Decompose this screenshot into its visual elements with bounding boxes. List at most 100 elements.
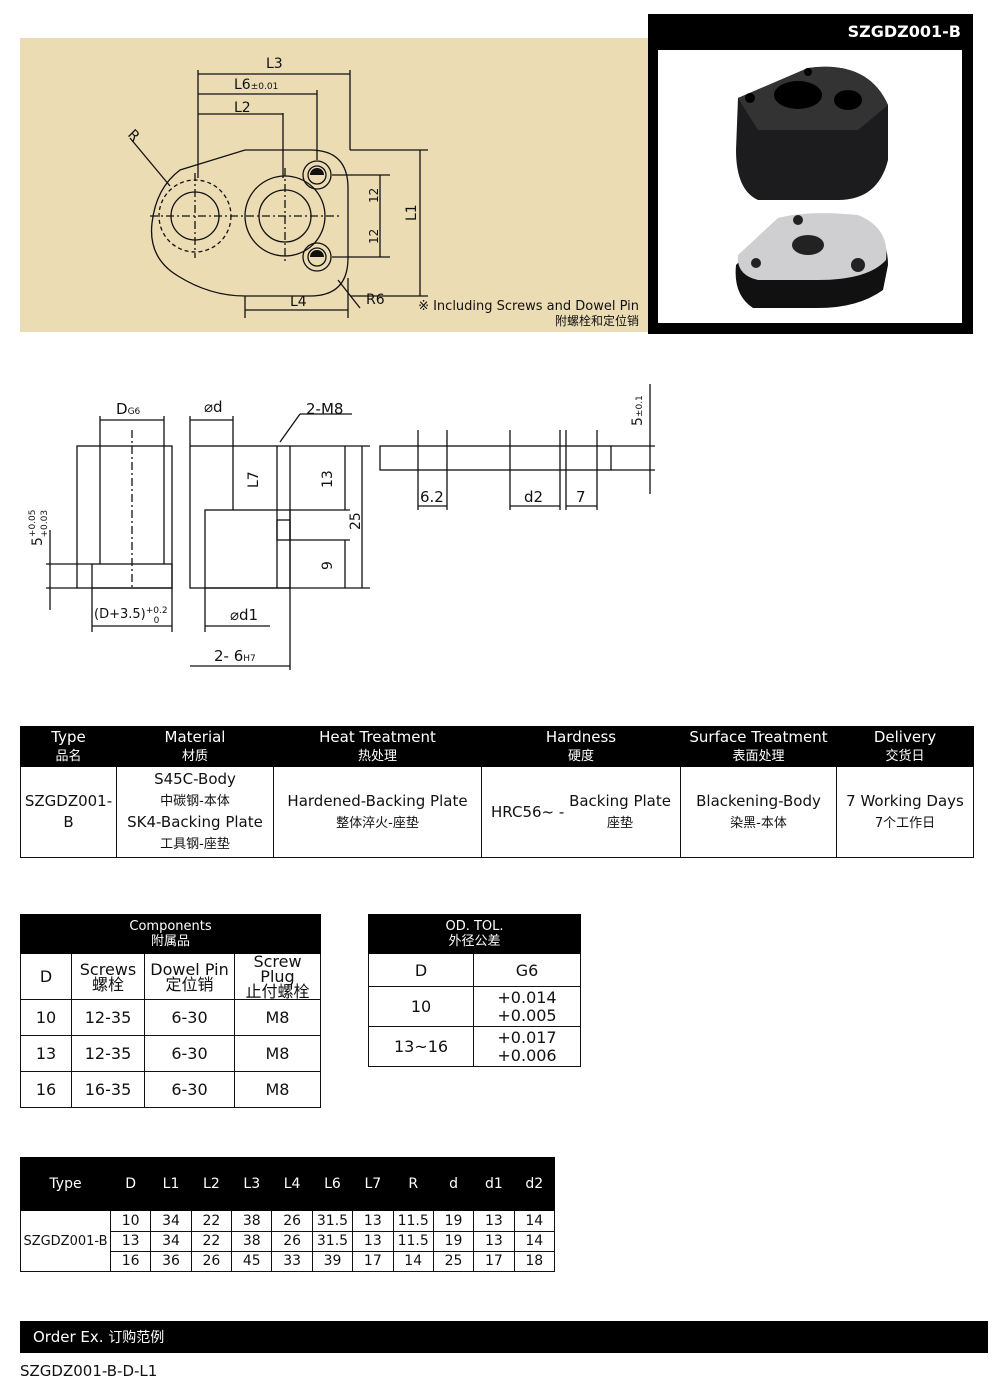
dims-header: L2 bbox=[190, 1156, 233, 1212]
note-en: ※ Including Screws and Dowel Pin bbox=[418, 299, 639, 314]
cell: 13~16 bbox=[368, 1026, 474, 1067]
cell-type: SZGDZ001-B bbox=[20, 1210, 111, 1272]
cell: 6-30 bbox=[144, 1035, 235, 1072]
cell: 25 bbox=[432, 1250, 475, 1273]
cell: 12-35 bbox=[71, 999, 145, 1036]
dim-label-2-m8: 2-M8 bbox=[306, 400, 343, 418]
cell: 13 bbox=[473, 1230, 515, 1252]
order-label-cn: 订购范例 bbox=[108, 1330, 165, 1346]
dims-header: L1 bbox=[150, 1156, 192, 1212]
cell: 13 bbox=[109, 1230, 152, 1252]
dims-header: d bbox=[432, 1156, 475, 1212]
dims-header: D bbox=[109, 1156, 152, 1212]
cell: 6-30 bbox=[144, 1071, 235, 1108]
dims-header: L4 bbox=[271, 1156, 313, 1212]
col-d: D bbox=[368, 953, 474, 987]
cell: M8 bbox=[234, 999, 321, 1036]
dim-label-d1: ⌀d1 bbox=[230, 606, 258, 624]
cell: 11.5 bbox=[392, 1210, 434, 1232]
cell: 19 bbox=[432, 1210, 475, 1232]
product-photo bbox=[658, 50, 962, 323]
dims-header: L6 bbox=[311, 1156, 354, 1212]
dims-header: d1 bbox=[473, 1156, 515, 1212]
cell: M8 bbox=[234, 1035, 321, 1072]
order-example-bar: Order Ex. 订购范例 bbox=[20, 1321, 988, 1353]
cell: 38 bbox=[231, 1210, 273, 1232]
dim-label-9: 9 bbox=[320, 561, 336, 570]
cell: 14 bbox=[513, 1210, 556, 1232]
dim-label-l4: L4 bbox=[290, 294, 307, 310]
cell: 31.5 bbox=[311, 1210, 354, 1232]
cell: 19 bbox=[432, 1230, 475, 1252]
cell: 45 bbox=[231, 1250, 273, 1273]
cell: 16 bbox=[109, 1250, 152, 1273]
cell: 14 bbox=[513, 1230, 556, 1252]
dim-label-d: ⌀d bbox=[204, 398, 223, 416]
dims-header: R bbox=[392, 1156, 434, 1212]
cell: 13 bbox=[352, 1230, 394, 1252]
dim-label-d2: d2 bbox=[524, 488, 543, 506]
col-d: D bbox=[20, 953, 72, 1000]
cell: 13 bbox=[352, 1210, 394, 1232]
cell: 26 bbox=[271, 1230, 313, 1252]
product-code-title: SZGDZ001-B bbox=[847, 22, 961, 41]
dims-header: Type bbox=[20, 1156, 111, 1212]
product-photo-panel: SZGDZ001-B bbox=[648, 14, 973, 334]
dim-label-l3: L3 bbox=[266, 56, 283, 72]
dim-label-7: 7 bbox=[576, 488, 586, 506]
col-g6: G6 bbox=[473, 953, 581, 987]
cell: 10 bbox=[368, 986, 474, 1027]
table-row: 10+0.014+0.005 bbox=[368, 986, 581, 1027]
cell: 26 bbox=[190, 1250, 233, 1273]
cell: 22 bbox=[190, 1210, 233, 1232]
dim-label-l6: L6±0.01 bbox=[234, 77, 278, 93]
dim-label-r6: R6 bbox=[366, 292, 385, 308]
cell: 39 bbox=[311, 1250, 354, 1273]
cell: M8 bbox=[234, 1071, 321, 1108]
cell: 17 bbox=[352, 1250, 394, 1273]
cell: 6-30 bbox=[144, 999, 235, 1036]
od-tol-title: OD. TOL.外径公差 bbox=[368, 914, 581, 954]
cell: 10 bbox=[20, 999, 72, 1036]
cell: 13 bbox=[20, 1035, 72, 1072]
cell: 12-35 bbox=[71, 1035, 145, 1072]
top-drawing-panel: L3 L6±0.01 L2 R L1 12 12 L4 R6 ※ Includi… bbox=[20, 38, 648, 332]
order-example-code: SZGDZ001-B-D-L1 bbox=[20, 1362, 158, 1380]
dim-label-r: R bbox=[124, 127, 142, 145]
dim-label-12: 12 bbox=[367, 188, 381, 203]
cell: 11.5 bbox=[392, 1230, 434, 1252]
dim-label-l7: L7 bbox=[246, 471, 262, 488]
dim-label-25: 25 bbox=[348, 512, 364, 530]
order-label-en: Order Ex. bbox=[33, 1328, 104, 1346]
dim-label-2-6h7: 2- 6H7 bbox=[214, 647, 256, 665]
dim-label-13: 13 bbox=[320, 470, 336, 488]
dim-label-12: 12 bbox=[367, 229, 381, 244]
cell: 16-35 bbox=[71, 1071, 145, 1108]
cell: 26 bbox=[271, 1210, 313, 1232]
cell: +0.017+0.006 bbox=[473, 1026, 581, 1067]
cell: 16 bbox=[20, 1071, 72, 1108]
dims-header: L3 bbox=[231, 1156, 273, 1212]
